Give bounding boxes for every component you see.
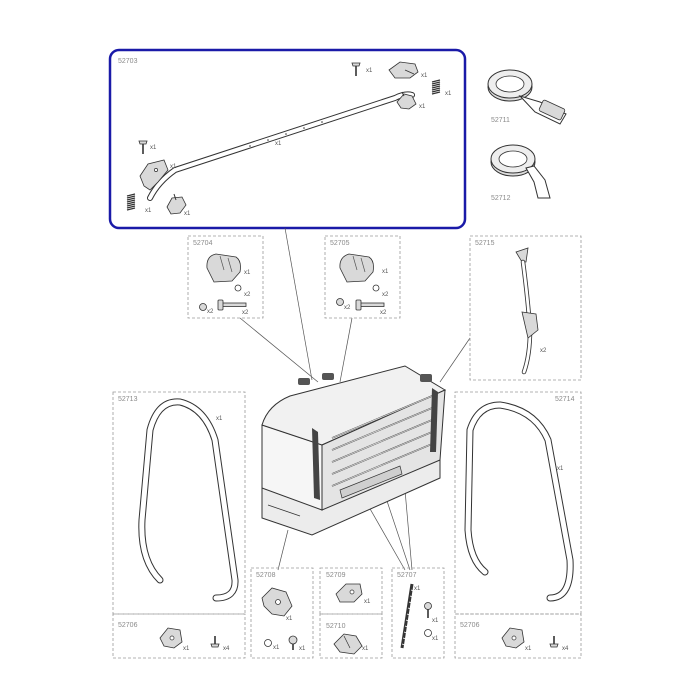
part-number-52707: 52707 — [397, 572, 417, 579]
part-number-52711: 52711 — [491, 117, 510, 124]
qty-spring-top: x1 — [445, 91, 452, 97]
screw-icon — [549, 636, 559, 648]
screw-icon — [210, 636, 220, 648]
qty-bolt: x2 — [380, 310, 387, 316]
frame-tube-icon — [464, 401, 574, 602]
part-number-52706: 52706 — [460, 622, 480, 629]
qty-washer-a: x2 — [244, 292, 251, 298]
highlight-frame — [108, 48, 467, 230]
part-group-52715[interactable]: 52715 x2 — [469, 235, 582, 381]
part-number-52703: 52703 — [118, 58, 138, 65]
part-group-52712[interactable]: 52712 — [490, 144, 551, 202]
part-group-52707[interactable]: 52707 x1 x1 x1 — [391, 567, 445, 659]
part-number-52712: 52712 — [491, 195, 511, 202]
part-group-52703[interactable]: 52703 x1 x1 x1 x1 — [108, 48, 467, 230]
part-number-52704: 52704 — [193, 240, 213, 247]
screw-icon — [424, 602, 432, 618]
part-number-52708: 52708 — [256, 572, 276, 579]
clip-icon — [159, 627, 183, 649]
washer-icon — [264, 639, 272, 647]
part-group-52714[interactable]: 52714 x1 — [454, 391, 582, 615]
spring-icon — [431, 79, 441, 95]
part-group-52709[interactable]: 52709 x1 — [319, 567, 383, 615]
strap-roll-icon — [490, 144, 551, 199]
handle-icon — [339, 253, 374, 283]
cargo-box-illustration — [261, 365, 447, 536]
latch-icon — [396, 91, 417, 110]
qty-washer-b: x2 — [344, 305, 351, 311]
part-number-52705: 52705 — [330, 240, 350, 247]
part-group-52706-left[interactable]: 52706 x1 x4 — [112, 613, 246, 659]
part-number-52713: 52713 — [118, 396, 138, 403]
part-number-52709: 52709 — [326, 572, 346, 579]
part-number-52710: 52710 — [326, 623, 346, 630]
qty-washer-a: x2 — [382, 292, 389, 298]
part-number-52706: 52706 — [118, 622, 138, 629]
washer-icon — [234, 284, 242, 292]
qty-clip: x1 — [183, 646, 190, 652]
bracket-icon — [261, 587, 293, 617]
leader-lines — [239, 227, 471, 571]
qty-screw: x4 — [223, 646, 230, 652]
clip-icon — [335, 583, 363, 603]
bracket-icon — [139, 159, 169, 191]
screw-icon — [351, 62, 361, 76]
qty-bolt: x2 — [242, 310, 249, 316]
part-group-52705[interactable]: 52705 x1 x2 x2 x2 — [324, 235, 401, 319]
qty-washer-b: x2 — [207, 309, 214, 315]
qty-washer: x1 — [432, 636, 439, 642]
qty-cap: x1 — [362, 646, 369, 652]
part-group-52708[interactable]: 52708 x1 x1 x1 — [250, 567, 314, 659]
qty-rod: x1 — [414, 586, 421, 592]
qty-handle: x1 — [382, 269, 389, 275]
qty-screw: x1 — [299, 646, 306, 652]
qty-bracket-left: x1 — [170, 164, 177, 170]
part-group-52706-right[interactable]: 52706 x1 x4 — [454, 613, 582, 659]
frame-tube-icon — [138, 398, 239, 602]
qty-washer: x1 — [273, 645, 280, 651]
clip-icon — [388, 61, 419, 79]
qty-screw-top: x1 — [366, 68, 373, 74]
qty-clip-top: x1 — [421, 73, 428, 79]
spring-icon — [126, 193, 136, 211]
handle-icon — [206, 253, 241, 283]
bolt-icon — [217, 299, 247, 311]
part-group-52713[interactable]: 52713 x1 — [112, 391, 246, 615]
qty-frame: x1 — [557, 466, 564, 472]
qty-latch-top: x1 — [419, 104, 426, 110]
qty-screw: x4 — [562, 646, 569, 652]
part-group-52710[interactable]: 52710 x1 — [319, 613, 383, 659]
qty-screw-left: x1 — [150, 145, 157, 151]
screw-icon — [138, 140, 148, 154]
strap-bracket-icon — [515, 247, 539, 375]
washer-icon — [372, 284, 380, 292]
screw-icon — [288, 635, 298, 650]
washer-icon — [336, 298, 344, 306]
bolt-icon — [355, 299, 385, 311]
qty-screw: x1 — [432, 618, 439, 624]
qty-strap-bracket: x2 — [540, 348, 547, 354]
qty-bar: x1 — [275, 141, 282, 147]
qty-frame: x1 — [216, 416, 223, 422]
latch-icon — [166, 193, 187, 215]
qty-latch-left: x1 — [184, 211, 191, 217]
washer-icon — [424, 629, 432, 637]
qty-bracket: x1 — [286, 616, 293, 622]
part-number-52715: 52715 — [475, 240, 495, 247]
clip-icon — [501, 627, 525, 649]
qty-clip: x1 — [364, 599, 371, 605]
strap-roll-icon — [487, 69, 567, 125]
washer-icon — [199, 303, 207, 311]
part-number-52714: 52714 — [555, 396, 575, 403]
cap-icon — [333, 633, 363, 655]
qty-spring-left: x1 — [145, 208, 152, 214]
threaded-rod-icon — [400, 583, 415, 649]
qty-handle: x1 — [244, 270, 251, 276]
qty-clip: x1 — [525, 646, 532, 652]
part-group-52704[interactable]: 52704 x1 x2 x2 x2 — [187, 235, 264, 319]
part-group-52711[interactable]: 52711 — [487, 69, 567, 125]
